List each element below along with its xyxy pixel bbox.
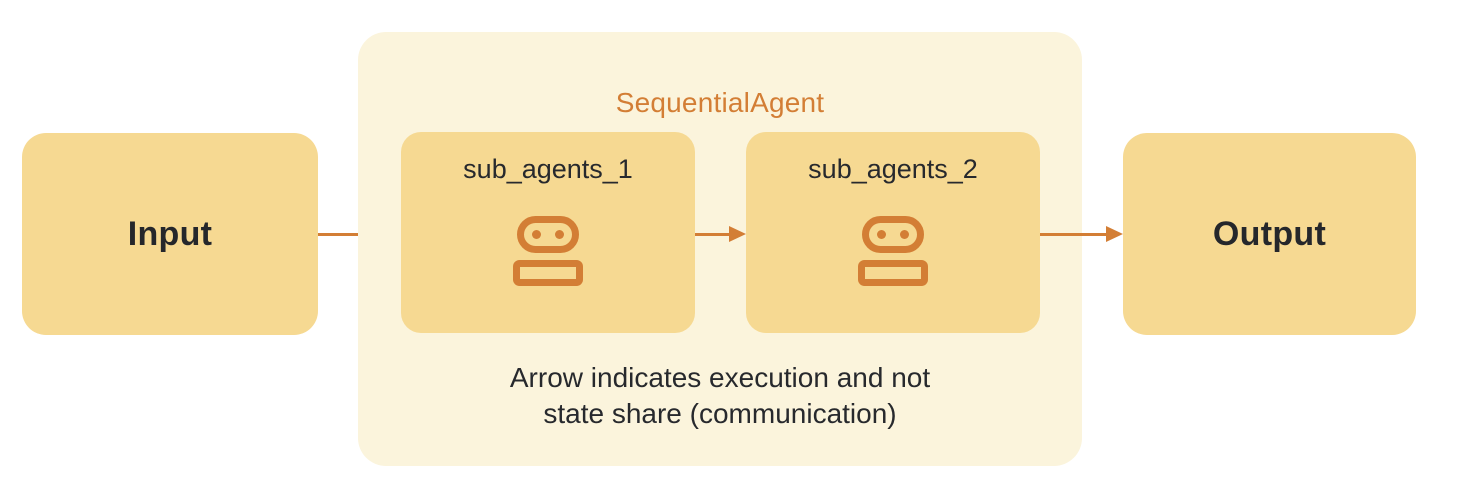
robot-icon (858, 216, 928, 286)
caption-line-2: state share (communication) (543, 398, 897, 429)
arrow-sub2-to-output (1040, 226, 1123, 242)
robot-eye-right (555, 230, 564, 239)
arrow-head (1106, 226, 1123, 242)
arrow-line (1040, 232, 1111, 236)
robot-eye-left (532, 230, 541, 239)
output-label: Output (1212, 214, 1327, 253)
arrow-line (318, 232, 387, 236)
group-title: SequentialAgent (615, 87, 825, 118)
arrow-head (729, 226, 746, 242)
robot-icon (513, 216, 583, 286)
sub-agent-node-2: sub_agents_2 (746, 132, 1040, 333)
caption-line-1: Arrow indicates execution and not (509, 362, 931, 393)
input-node: Input (22, 133, 318, 335)
robot-head (862, 216, 924, 253)
robot-head (517, 216, 579, 253)
robot-body (858, 260, 928, 286)
robot-eye-left (877, 230, 886, 239)
arrow-line (695, 232, 734, 236)
sequential-agent-group: SequentialAgent sub_agents_1 sub_agents_… (358, 32, 1082, 466)
robot-body (513, 260, 583, 286)
robot-eye-right (900, 230, 909, 239)
output-node: Output (1123, 133, 1416, 335)
sub-agent-label: sub_agents_1 (463, 154, 633, 184)
sub-agent-node-1: sub_agents_1 (401, 132, 695, 333)
sub-agent-label: sub_agents_2 (808, 154, 978, 184)
input-label: Input (127, 214, 213, 253)
caption: Arrow indicates execution and not state … (358, 360, 1082, 432)
arrow-sub1-to-sub2 (695, 226, 746, 242)
